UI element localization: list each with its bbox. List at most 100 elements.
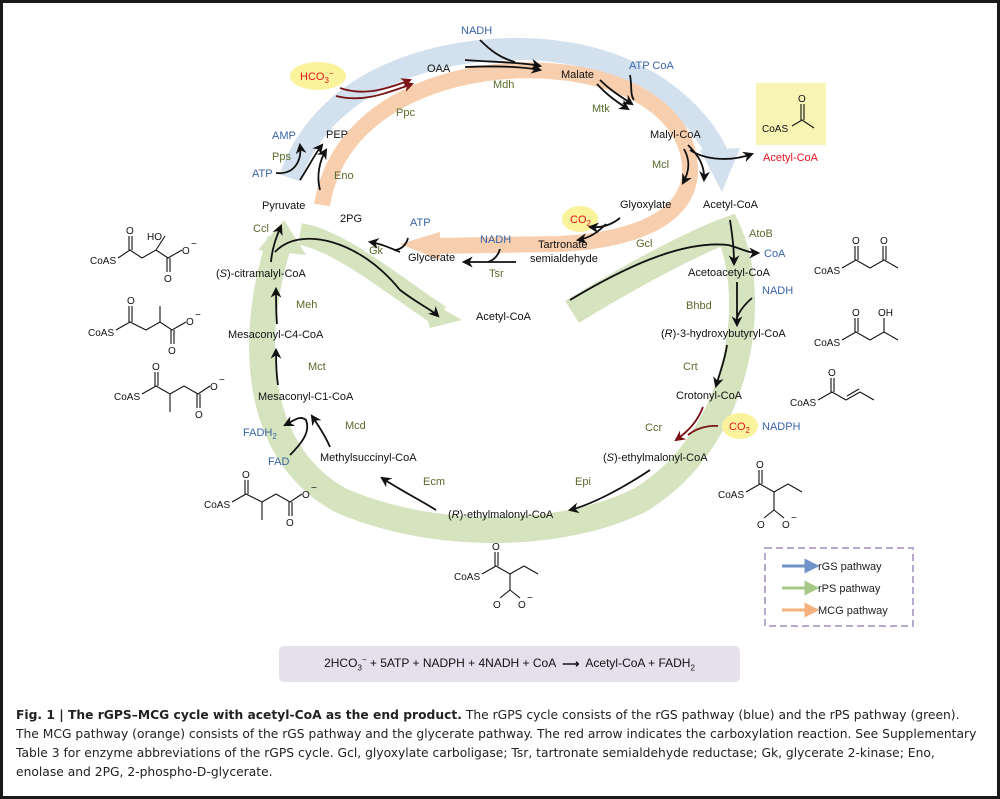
enzyme-bhbd: Bhbd [686,300,712,312]
svg-text:O: O [782,520,790,531]
enzyme-ccl: Ccl [253,223,269,235]
metabolite-acetoacetyl-coa: Acetoacetyl-CoA [688,267,771,279]
svg-text:CoAS: CoAS [790,398,816,409]
metabolite-malyl-coa: Malyl-CoA [650,129,701,141]
caption-title: Fig. 1 | The rGPS–MCG cycle with acetyl-… [16,708,462,722]
rgs-band-arrowhead [700,148,740,192]
svg-text:−: − [219,375,225,386]
enzyme-tsr: Tsr [489,268,504,280]
cofactor-nadh-tsr: NADH [480,234,511,246]
cofactor-atp-gk: ATP [410,217,431,229]
enzyme-ccr: Ccr [645,422,662,434]
product-structure-box [756,83,826,145]
metabolite-mesaconyl-c4-coa: Mesaconyl-C4-CoA [228,329,324,341]
cofactor-atp-coa-mtk: ATP CoA [629,60,674,72]
metabolite-citramalyl-coa: (S)-citramalyl-CoA [216,268,307,280]
enzyme-mtk: Mtk [592,103,610,115]
legend-label-rps: rPS pathway [818,583,881,595]
enzyme-pps: Pps [272,151,291,163]
enzyme-eno: Eno [334,170,354,182]
svg-text:−: − [195,310,201,321]
metabolite-acetyl-coa-center: Acetyl-CoA [476,311,532,323]
enzyme-epi: Epi [575,476,591,488]
svg-text:−: − [191,239,197,250]
svg-text:O: O [757,520,765,531]
equation-products: Acetyl-CoA + FADH2 [585,655,695,673]
cofactor-nadh-mdh: NADH [461,25,492,37]
svg-text:CoAS: CoAS [90,256,116,267]
enzyme-mct: Mct [308,361,326,373]
enzyme-mcl: Mcl [652,159,669,171]
mcg-pathway-band [314,62,699,254]
cofactor-fad: FAD [268,456,289,468]
rps-band-arrowhead-left [258,220,306,255]
equation-reactants: 2HCO3− + 5ATP + NADPH + 4NADH + CoA [324,655,557,673]
metabolite-oaa: OAA [427,63,451,75]
svg-text:O: O [756,460,764,471]
enzyme-meh: Meh [296,299,317,311]
svg-text:HO: HO [147,232,162,243]
svg-text:O: O [518,600,526,611]
structure-hydroxybutyryl-coa: CoAS O OH [814,308,899,349]
enzyme-ppc: Ppc [396,107,415,119]
svg-text:−: − [791,513,797,524]
metabolite-r-ethylmalonyl-coa: (R)-ethylmalonyl-CoA [448,509,554,521]
svg-text:O: O [242,470,250,481]
rps-band-arrowhead-center [420,296,462,328]
enzyme-ecm: Ecm [423,476,445,488]
svg-text:O: O [493,600,501,611]
metabolite-s-ethylmalonyl-coa: (S)-ethylmalonyl-CoA [603,452,708,464]
svg-text:O: O [195,410,203,421]
svg-text:O: O [492,542,500,553]
metabolite-tartronate: Tartronate [538,239,588,251]
svg-text:O: O [164,274,172,285]
svg-text:−: − [527,593,533,604]
metabolite-crotonyl-coa: Crotonyl-CoA [676,390,743,402]
svg-text:O: O [126,226,134,237]
svg-text:O: O [880,236,888,247]
svg-text:OH: OH [878,308,893,319]
svg-text:O: O [286,518,294,529]
metabolite-methylsuccinyl-coa: Methylsuccinyl-CoA [320,452,417,464]
overall-equation: 2HCO3− + 5ATP + NADPH + 4NADH + CoA ⟶ Ac… [279,646,740,682]
enzyme-crt: Crt [683,361,698,373]
svg-text:O: O [182,246,190,257]
svg-text:O: O [152,362,160,373]
metabolite-2pg: 2PG [340,213,362,225]
product-acetyl-coa-label: Acetyl-CoA [763,152,819,164]
enzyme-atob: AtoB [749,228,773,240]
svg-text:O: O [127,296,135,307]
metabolite-pep: PEP [326,129,348,141]
svg-text:O: O [186,317,194,328]
cofactor-nadph: NADPH [762,421,801,433]
svg-text:CoAS: CoAS [454,572,480,583]
equation-arrow: ⟶ [562,657,580,671]
svg-text:CoAS: CoAS [814,338,840,349]
svg-text:CoAS: CoAS [718,490,744,501]
metabolite-glycerate: Glycerate [408,252,455,264]
co2-ccr-label: CO2 [729,421,751,435]
svg-text:O: O [828,368,836,379]
enzyme-gcl: Gcl [636,238,653,250]
cofactor-fadh2: FADH2 [243,427,277,441]
metabolite-semialdehyde: semialdehyde [530,253,598,265]
structure-acetyl-coa: CoAS O [762,94,815,135]
svg-text:CoAS: CoAS [814,266,840,277]
cofactor-nadh-bhbd: NADH [762,285,793,297]
caption-body: The rGPS cycle consists of the rGS pathw… [16,708,977,779]
co2-ccr-highlight [722,413,758,439]
svg-text:CoAS: CoAS [204,500,230,511]
mcg-band-arrowhead [400,232,440,260]
cofactor-atp-pps: ATP [252,168,273,180]
metabolite-glyoxylate: Glyoxylate [620,199,671,211]
svg-text:O: O [168,346,176,357]
svg-text:O: O [852,308,860,319]
legend: rGS pathway rPS pathway MCG pathway [764,547,914,627]
cofactor-coa-atob: CoA [764,248,786,260]
legend-border [764,547,914,627]
legend-label-mcg: MCG pathway [818,605,888,617]
hco3-highlight [290,62,346,90]
structure-citramalyl-coa: CoAS O HO O O − [90,226,197,285]
structure-crotonyl-coa: CoAS O [790,368,875,409]
figure-caption: Fig. 1 | The rGPS–MCG cycle with acetyl-… [16,706,982,782]
